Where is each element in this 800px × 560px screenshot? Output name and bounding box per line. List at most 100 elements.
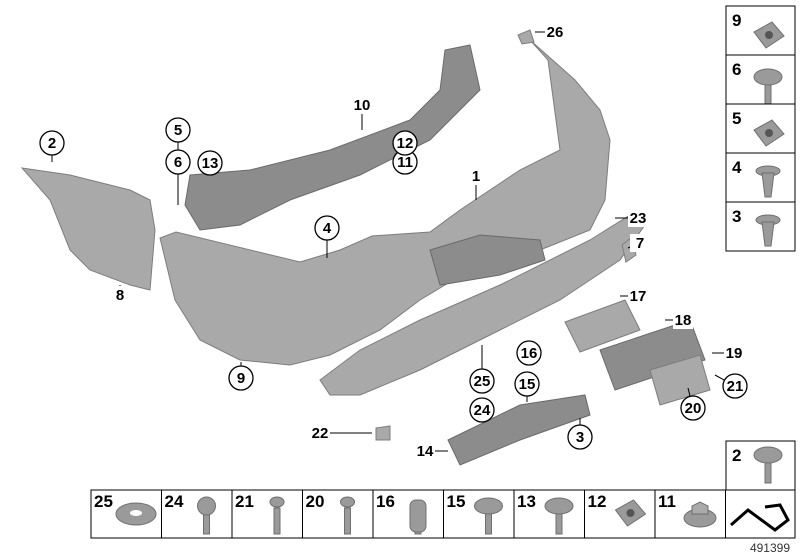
callout-layer: 1234567891011121314151617181920212223242… (39, 23, 748, 460)
callout-23[interactable]: 23 (615, 209, 648, 227)
callout-4[interactable]: 4 (314, 215, 340, 258)
bumper-cover[interactable] (159, 39, 611, 366)
bottom-legend-label: 20 (306, 492, 325, 511)
callout-14[interactable]: 14 (415, 442, 448, 460)
washer-icon (115, 502, 157, 526)
bottom-legend-label: 11 (658, 492, 676, 511)
callout-bg (110, 286, 130, 304)
callout-5[interactable]: 5 (165, 117, 191, 150)
side-legend-item-3: 3 (725, 201, 796, 252)
callout-bg (628, 287, 648, 305)
collar-nut-icon (683, 501, 717, 528)
callout-bg (415, 442, 435, 460)
callout-26[interactable]: 26 (535, 23, 565, 41)
side-legend-item-6: 6 (725, 54, 796, 106)
callout-19[interactable]: 19 (712, 344, 744, 362)
push-rivet-icon (755, 214, 781, 247)
underbody-panel[interactable] (447, 394, 591, 466)
callout-label: 13 (202, 155, 219, 172)
bottom-legend-item-25: 25 (90, 489, 162, 539)
callout-circle (314, 215, 340, 241)
bottom-legend-item-13: 13 (513, 489, 585, 539)
side-legend-label: 6 (732, 60, 741, 79)
side-legend-label: 3 (732, 207, 741, 226)
callout-label: 3 (576, 429, 584, 446)
plate-base-19[interactable] (599, 319, 706, 391)
callout-17[interactable]: 17 (620, 287, 648, 305)
diagram-number: 491399 (749, 541, 790, 555)
bottom-legend-label: 16 (376, 492, 395, 511)
callout-3[interactable]: 3 (567, 418, 593, 450)
callout-circle (722, 373, 748, 399)
bottom-legend-item-21: 21 (231, 489, 303, 539)
callout-8[interactable]: 8 (110, 285, 130, 304)
bottom-legend-label: 25 (94, 492, 113, 511)
callout-circle (165, 149, 191, 175)
part-26[interactable] (517, 29, 535, 45)
expanding-rivet-icon (755, 165, 781, 198)
callout-circle (469, 368, 495, 394)
callout-25[interactable]: 25 (469, 345, 495, 394)
group-symbol-icon (730, 503, 790, 532)
callout-11[interactable]: 11 (392, 149, 418, 175)
bottom-legend-item-15: 15 (443, 489, 515, 539)
callout-label: 12 (397, 135, 414, 152)
bumper-carrier[interactable] (184, 44, 481, 231)
clip-nut-icon (753, 21, 785, 49)
side-legend-item-9: 9 (725, 5, 796, 56)
callout-24[interactable]: 24 (469, 397, 495, 423)
callout-circle (228, 365, 254, 391)
callout-9[interactable]: 9 (228, 362, 254, 391)
collar-screw-icon (753, 446, 783, 484)
callout-label: 15 (519, 376, 536, 393)
side-legend-label: 5 (732, 109, 741, 128)
part-22[interactable] (375, 425, 391, 441)
callout-label: 8 (116, 287, 124, 304)
callout-label: 24 (474, 402, 491, 419)
collar-screw-icon (474, 497, 503, 535)
side-legend-label: 2 (732, 446, 741, 465)
callout-circle (469, 397, 495, 423)
bottom-legend-item-24: 24 (161, 489, 233, 539)
callout-circle (197, 150, 223, 176)
callout-22[interactable]: 22 (310, 424, 372, 442)
callout-circle (680, 395, 706, 421)
callout-7[interactable]: 7 (627, 234, 650, 252)
plate-bracket-17[interactable] (564, 299, 641, 353)
callout-label: 2 (48, 135, 56, 152)
callout-label: 16 (521, 345, 538, 362)
collar-screw-icon (753, 68, 783, 106)
callout-10[interactable]: 10 (352, 96, 372, 130)
callout-bg (673, 311, 693, 329)
bottom-legend-item-12: 12 (584, 489, 656, 539)
torx-screw-icon (269, 496, 285, 535)
collar-screw-icon (544, 497, 574, 535)
bottom-legend-label: 21 (235, 492, 254, 511)
callout-21[interactable]: 21 (714, 373, 748, 399)
side-bracket[interactable] (20, 167, 156, 291)
side-legend-item-4: 4 (725, 152, 796, 203)
callout-bg (630, 234, 650, 252)
bottom-legend-label: 15 (447, 492, 466, 511)
bottom-legend-item-20: 20 (302, 489, 374, 539)
callout-12[interactable]: 12 (392, 130, 418, 156)
callout-13[interactable]: 13 (197, 150, 223, 176)
callout-label: 1 (472, 168, 480, 185)
callout-circle (514, 371, 540, 397)
callout-16[interactable]: 16 (516, 340, 542, 366)
callout-2[interactable]: 2 (39, 130, 65, 162)
callout-15[interactable]: 15 (514, 371, 540, 402)
callout-1[interactable]: 1 (466, 167, 486, 200)
callout-20[interactable]: 20 (680, 387, 706, 421)
torx-self-tapping-screw-icon (340, 496, 355, 535)
plate-20[interactable] (649, 354, 711, 406)
callout-6[interactable]: 6 (165, 149, 191, 205)
bottom-legend-label: 13 (517, 492, 536, 511)
callout-18[interactable]: 18 (665, 311, 693, 329)
callout-label: 26 (547, 24, 564, 41)
callout-label: 23 (630, 210, 647, 227)
bottom-legend-label: 12 (588, 492, 607, 511)
